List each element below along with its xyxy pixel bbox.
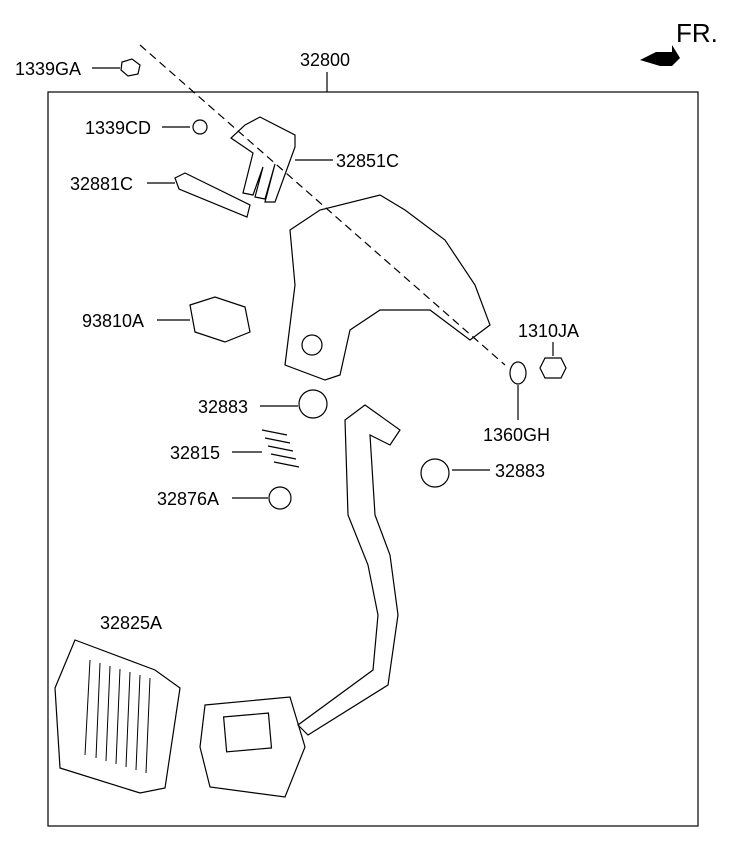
- part-1339GA: [120, 58, 141, 77]
- part-1310JA: [539, 357, 567, 379]
- part-pedal-pad-inner: [222, 712, 273, 753]
- callout-93810A: 93810A: [82, 311, 145, 331]
- part-32825A: [54, 639, 181, 794]
- callout-32876A: 32876A: [157, 489, 220, 509]
- callout-32883-right: 32883: [495, 461, 546, 481]
- callout-1360GH: 1360GH: [483, 425, 551, 445]
- part-bracket-hole: [301, 334, 323, 356]
- front-arrow-icon: [640, 45, 680, 66]
- part-pedal-pad: [199, 696, 306, 798]
- callout-1310JA: 1310JA: [518, 321, 580, 341]
- part-93810A: [189, 296, 251, 343]
- assembly-frame: [47, 91, 699, 827]
- assembly-label: 32800: [300, 50, 351, 70]
- callout-32883-left: 32883: [198, 397, 249, 417]
- front-direction-label: FR.: [676, 18, 718, 48]
- part-32883a: [298, 389, 328, 419]
- part-32851C: [230, 116, 296, 203]
- dashed-axis: [139, 44, 506, 366]
- callout-1339GA: 1339GA: [15, 59, 82, 79]
- part-32876A: [268, 486, 292, 510]
- callout-32815: 32815: [170, 443, 221, 463]
- callout-1339CD: 1339CD: [85, 118, 152, 138]
- part-1360GH: [509, 361, 527, 385]
- part-32881C: [174, 172, 251, 218]
- part-bracket: [284, 194, 491, 381]
- callout-32851C: 32851C: [336, 151, 400, 171]
- part-32883b: [420, 458, 450, 488]
- part-32825A-ribs: [84, 659, 151, 774]
- part-32815: [261, 429, 300, 468]
- part-1339CD: [192, 119, 208, 135]
- callout-32881C: 32881C: [70, 174, 134, 194]
- part-pedal-arm: [297, 404, 401, 736]
- callout-32825A: 32825A: [100, 613, 163, 633]
